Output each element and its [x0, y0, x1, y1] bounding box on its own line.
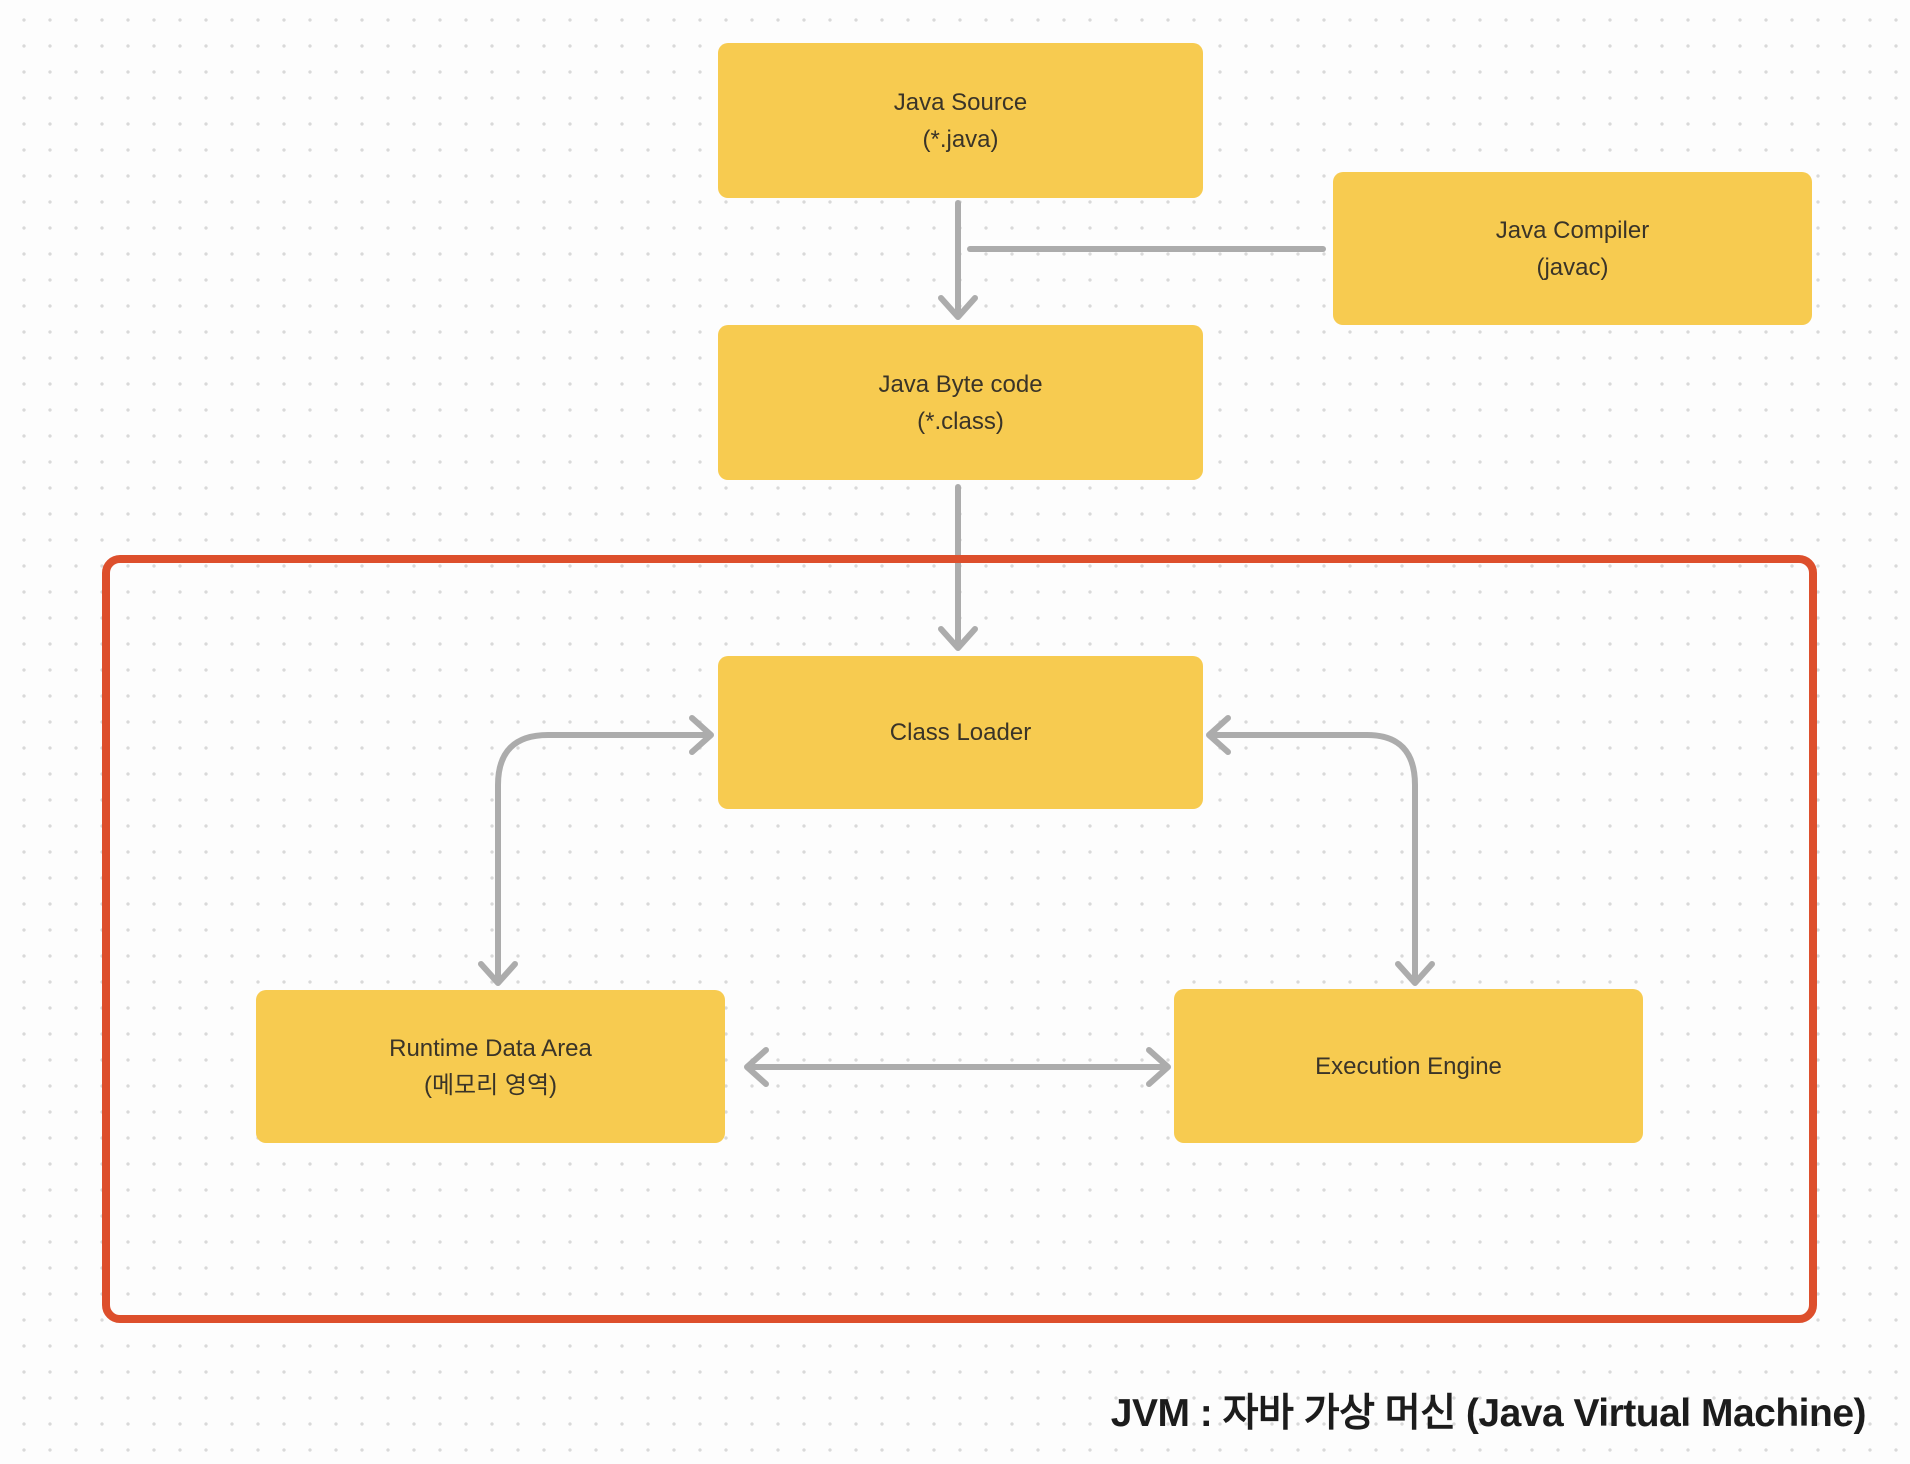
- jvm-boundary-box: [102, 555, 1817, 1323]
- double-arrow-runtime-execution: [744, 1047, 1171, 1087]
- arrow-source-to-bytecode: [938, 200, 978, 320]
- node-java-bytecode-title: Java Byte code: [878, 370, 1043, 398]
- node-java-compiler: Java Compiler (javac): [1333, 172, 1812, 325]
- node-java-source: Java Source (*.java): [718, 43, 1203, 198]
- node-java-compiler-title: Java Compiler: [1495, 216, 1650, 244]
- arrow-bytecode-to-classloader: [938, 484, 978, 651]
- node-runtime-data-area: Runtime Data Area (메모리 영역): [256, 990, 725, 1143]
- node-execution-engine: Execution Engine: [1174, 989, 1643, 1143]
- diagram-caption: JVM : 자바 가상 머신 (Java Virtual Machine): [1110, 1392, 1867, 1435]
- node-class-loader-title: Class Loader: [889, 719, 1032, 746]
- double-arrow-classloader-execution: [1206, 715, 1435, 986]
- node-runtime-data-area-title: Runtime Data Area: [389, 1034, 592, 1062]
- node-java-source-subtitle: (*.java): [922, 125, 999, 153]
- node-java-source-title: Java Source: [893, 88, 1028, 116]
- node-class-loader: Class Loader: [718, 656, 1203, 809]
- double-arrow-classloader-runtime: [478, 715, 714, 986]
- node-execution-engine-title: Execution Engine: [1315, 1052, 1502, 1080]
- node-runtime-data-area-subtitle: (메모리 영역): [423, 1071, 558, 1099]
- node-java-bytecode-subtitle: (*.class): [917, 407, 1004, 435]
- node-java-bytecode: Java Byte code (*.class): [718, 325, 1203, 480]
- node-java-compiler-subtitle: (javac): [1536, 253, 1609, 281]
